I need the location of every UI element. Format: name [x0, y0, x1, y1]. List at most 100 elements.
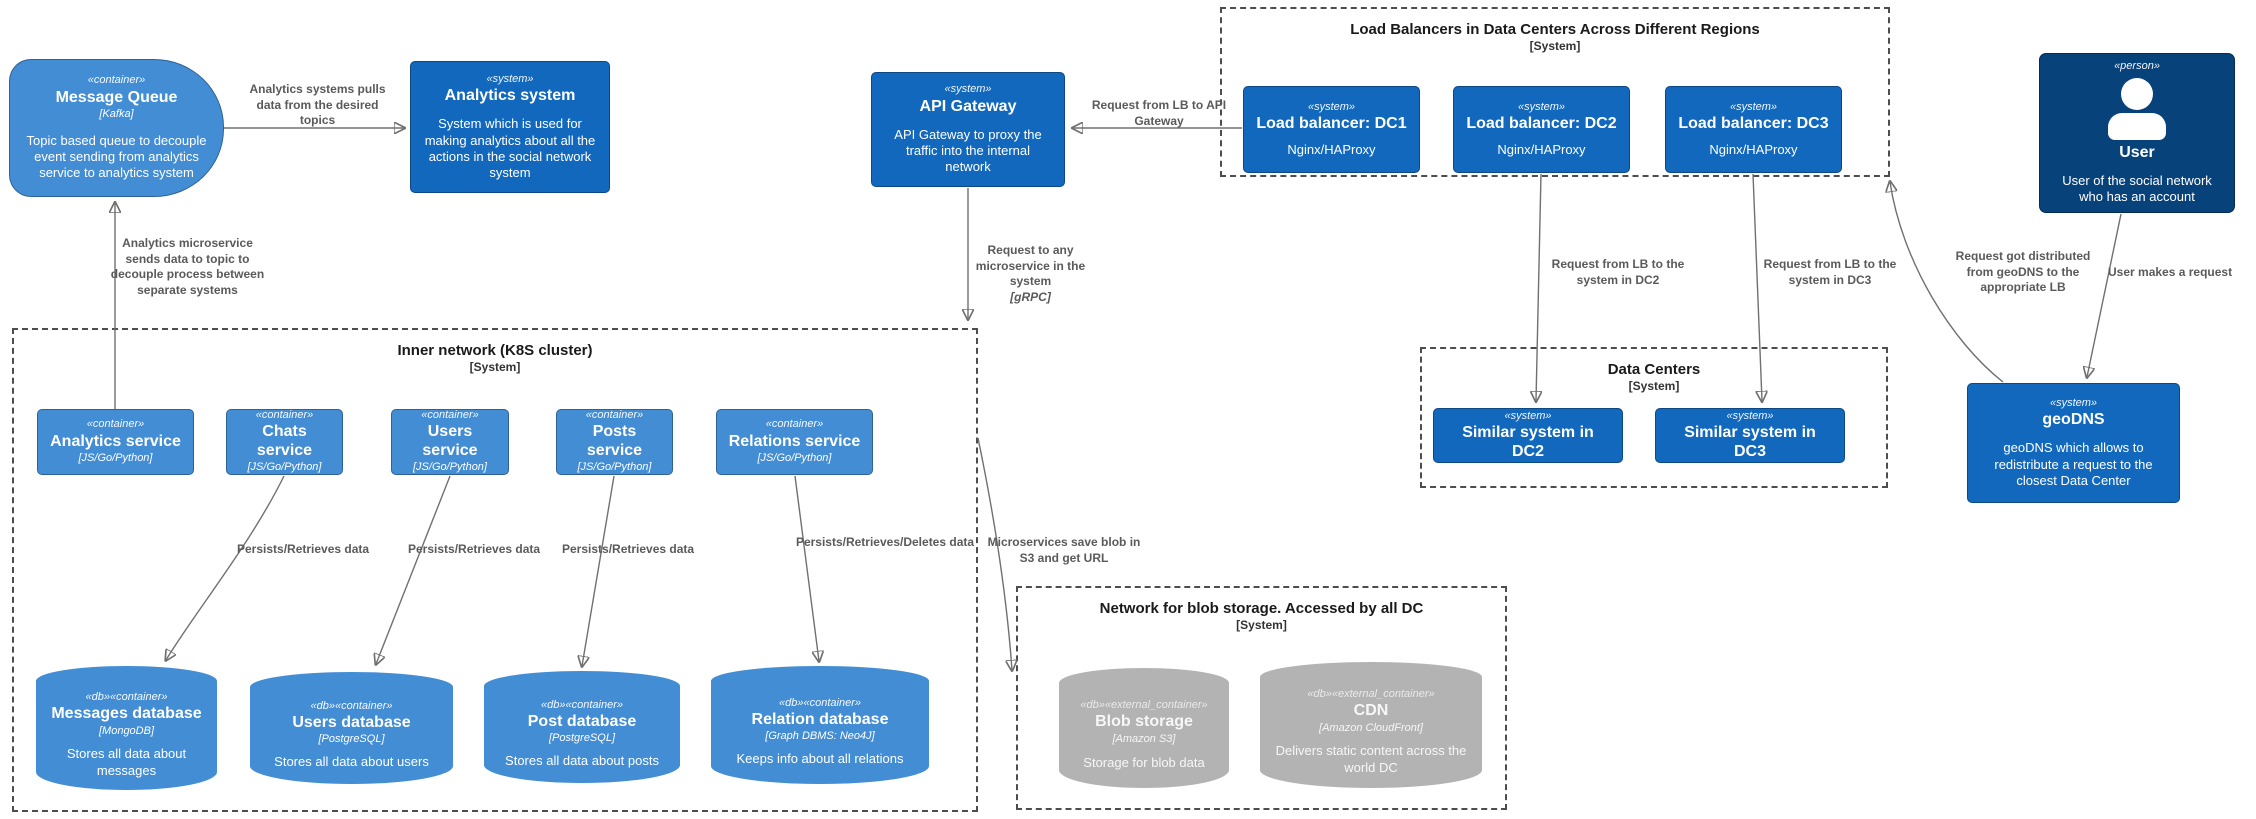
boundary-load-balancers: Load Balancers in Data Centers Across Di… — [1220, 7, 1890, 177]
stereotype: «system» — [2049, 396, 2098, 409]
edge-label-persists-3: Persists/Retrieves data — [562, 542, 695, 556]
node-message-queue: «container» Message Queue [Kafka] Topic … — [9, 59, 224, 197]
node-posts-service: «container» Posts service [JS/Go/Python] — [556, 409, 673, 475]
node-tech: [PostgreSQL] — [318, 733, 385, 746]
boundary-title-load-balancers: Load Balancers in Data Centers Across Di… — [1350, 21, 1760, 38]
node-description: User of the social network who has an ac… — [2062, 173, 2212, 205]
stereotype: «container» — [421, 409, 479, 422]
edge-relations-to-relation-db — [794, 475, 819, 661]
edge-label-lb-to-api-gateway: Request from LB to API Gateway — [1091, 98, 1227, 128]
node-name: Posts service — [586, 423, 643, 459]
stereotype: «db»«external_container» — [1307, 688, 1435, 701]
node-name: API Gateway — [919, 97, 1017, 115]
node-name: Post database — [527, 712, 637, 730]
edge-label-lb-to-dc3: Request from LB to the system in DC3 — [1763, 257, 1897, 287]
boundary-subtitle: [System] — [1236, 618, 1287, 632]
node-description: System which is used for making analytic… — [424, 116, 596, 181]
boundary-blob-network: Network for blob storage. Accessed by al… — [1016, 586, 1507, 810]
node-tech: [JS/Go/Python] — [247, 461, 322, 474]
node-chats-service: «container» Chats service [JS/Go/Python] — [226, 409, 343, 475]
edge-tech-grpc: [gRPC] — [1010, 289, 1051, 304]
edge-users-to-users-db — [376, 475, 451, 664]
node-tech: [Amazon CloudFront] — [1319, 721, 1423, 734]
edge-label-api-gateway-to-inner: Request to any microservice in the syste… — [958, 243, 1103, 305]
boundary-data-centers: Data Centers [System] — [1420, 347, 1888, 488]
node-description: Topic based queue to decouple event send… — [26, 132, 207, 181]
node-name: Chats service — [256, 423, 313, 459]
node-description: Nginx/HAProxy — [1497, 141, 1586, 157]
node-name: Analytics service — [50, 432, 181, 450]
node-tech: [JS/Go/Python] — [78, 451, 153, 464]
node-description: geoDNS which allows to redistribute a re… — [1994, 440, 2153, 488]
node-name: Similar system in DC2 — [1462, 424, 1594, 460]
stereotype: «container» — [585, 409, 644, 422]
stereotype: «system» — [1517, 101, 1566, 114]
node-name: Users service — [422, 423, 478, 459]
edge-label-persists-1: Persists/Retrieves data — [237, 542, 370, 556]
node-name: Users database — [292, 713, 411, 731]
node-name: CDN — [1353, 702, 1389, 720]
edge-label-inner-to-blob: Microservices save blob in S3 and get UR… — [987, 535, 1141, 565]
node-name: Load balancer: DC3 — [1678, 115, 1829, 133]
stereotype: «db»«container» — [779, 696, 861, 709]
node-user: «person» User User of the social network… — [2039, 53, 2235, 213]
stereotype: «container» — [255, 409, 314, 422]
stereotype: «db»«container» — [541, 698, 623, 711]
node-similar-system-dc3: «system» Similar system in DC3 — [1655, 408, 1845, 463]
boundary-title-inner-network: Inner network (K8S cluster) — [397, 342, 593, 359]
edge-label-mq-to-analytics: Analytics systems pulls data from the de… — [249, 82, 386, 128]
edge-label-persists-2: Persists/Retrieves data — [408, 542, 541, 556]
node-name: Relation database — [751, 710, 889, 728]
boundary-subtitle: [System] — [469, 360, 521, 374]
node-description: API Gateway to proxy the traffic into th… — [894, 126, 1042, 175]
node-analytics-service: «container» Analytics service [JS/Go/Pyt… — [37, 409, 194, 475]
node-relations-service: «container» Relations service [JS/Go/Pyt… — [716, 409, 873, 475]
edge-label-analytics-service-to-mq: Analytics microservice sends data to top… — [110, 236, 265, 297]
edge-label-lb-to-dc2: Request from LB to the system in DC2 — [1551, 257, 1685, 287]
edge-label-persists-deletes: Persists/Retrieves/Deletes data — [795, 535, 975, 549]
node-tech: [JS/Go/Python] — [413, 461, 487, 474]
edge-label-geodns-to-lb: Request got distributed from geoDNS to t… — [1955, 249, 2091, 295]
node-cdn: «db»«external_container» CDN [Amazon Clo… — [1260, 662, 1482, 788]
edge-inner-to-blob — [977, 437, 1012, 670]
node-name: geoDNS — [2042, 411, 2105, 429]
node-description: Stores all data about messages — [66, 746, 187, 778]
edge-lb-to-dc2 — [1536, 173, 1541, 401]
node-description: Stores all data about posts — [505, 753, 659, 769]
stereotype: «db»«external_container» — [1080, 699, 1208, 712]
boundary-title-blob-network: Network for blob storage. Accessed by al… — [1099, 600, 1424, 617]
node-load-balancer-dc2: «system» Load balancer: DC2 Nginx/HAProx… — [1453, 86, 1630, 173]
node-post-database: «db»«container» Post database [PostgreSQ… — [484, 671, 680, 783]
node-tech: [JS/Go/Python] — [577, 461, 652, 474]
stereotype: «db»«container» — [85, 691, 168, 704]
node-tech: [MongoDB] — [98, 724, 155, 737]
node-name: Analytics system — [444, 86, 576, 104]
node-blob-storage: «db»«external_container» Blob storage [A… — [1059, 668, 1229, 788]
node-tech: [JS/Go/Python] — [757, 451, 832, 464]
node-description: Delivers static content across the world… — [1275, 743, 1467, 775]
stereotype: «container» — [86, 418, 145, 431]
node-name: User — [2119, 143, 2155, 161]
edge-user-to-geodns — [2087, 213, 2122, 377]
edge-posts-to-post-db — [582, 475, 615, 666]
node-relation-database: «db»«container» Relation database [Graph… — [711, 666, 929, 784]
node-name: Message Queue — [55, 88, 178, 106]
stereotype: «container» — [87, 74, 146, 87]
node-load-balancer-dc1: «system» Load balancer: DC1 Nginx/HAProx… — [1243, 86, 1420, 173]
stereotype: «system» — [1504, 410, 1552, 423]
node-users-database: «db»«container» Users database [PostgreS… — [250, 672, 453, 784]
node-description: Stores all data about users — [274, 754, 429, 770]
stereotype: «system» — [1729, 101, 1778, 114]
node-description: Keeps info about all relations — [736, 751, 904, 767]
node-users-service: «container» Users service [JS/Go/Python] — [391, 409, 509, 475]
boundary-title-data-centers: Data Centers — [1607, 361, 1701, 378]
node-name: Blob storage — [1095, 713, 1193, 731]
edge-label-user-to-geodns: User makes a request — [2108, 265, 2233, 279]
node-similar-system-dc2: «system» Similar system in DC2 — [1433, 408, 1623, 463]
stereotype: «system» — [1726, 410, 1774, 423]
stereotype: «person» — [2114, 60, 2160, 73]
edge-chats-to-messages-db — [166, 475, 285, 660]
node-tech: [Graph DBMS: Neo4J] — [765, 730, 875, 743]
node-name: Load balancer: DC2 — [1466, 115, 1617, 133]
